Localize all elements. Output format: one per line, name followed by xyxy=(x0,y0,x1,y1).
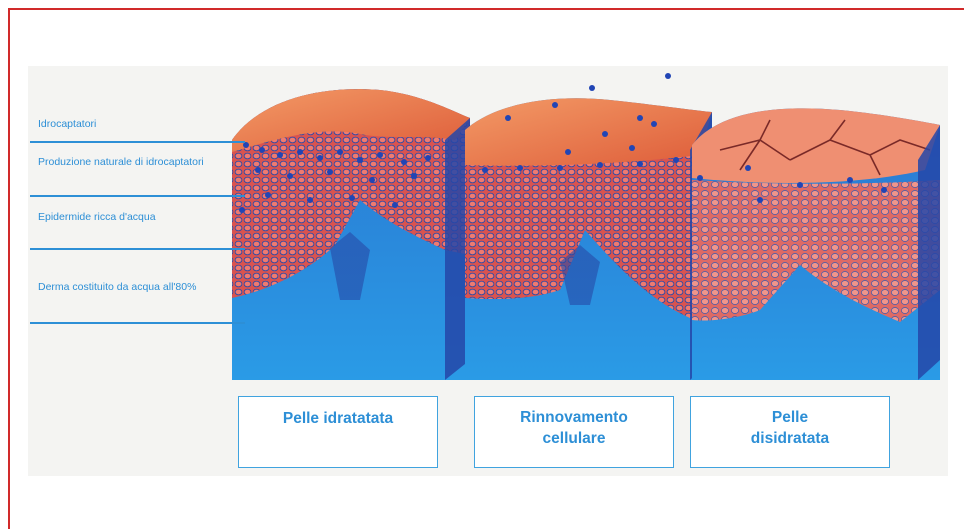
label-dermis: Derma costituito da acqua all'80% xyxy=(38,281,198,294)
label-natural-production: Produzione naturale di idrocaptatori xyxy=(38,156,223,169)
caption-hydrated-skin: Pelle idratatata xyxy=(238,396,438,468)
label-epidermis: Epidermide ricca d'acqua xyxy=(38,211,188,224)
leader-line-natural-production xyxy=(30,195,245,197)
caption-dehydrated-skin-text: Pelle disidratata xyxy=(691,407,889,449)
caption-cell-renewal: Rinnovamento cellulare xyxy=(474,396,674,468)
leader-line-dermis xyxy=(30,322,245,324)
caption-cell-renewal-text: Rinnovamento cellulare xyxy=(475,407,673,449)
block-cell-renewal xyxy=(465,98,712,380)
block-dehydrated-skin xyxy=(692,108,940,380)
leader-line-epidermis xyxy=(30,248,245,250)
caption-dehydrated-skin: Pelle disidratata xyxy=(690,396,890,468)
leader-line-idrocaptatori xyxy=(30,141,245,143)
caption-hydrated-skin-text: Pelle idratatata xyxy=(239,408,437,429)
block-hydrated-skin xyxy=(232,89,470,380)
label-idrocaptatori: Idrocaptatori xyxy=(38,118,188,131)
